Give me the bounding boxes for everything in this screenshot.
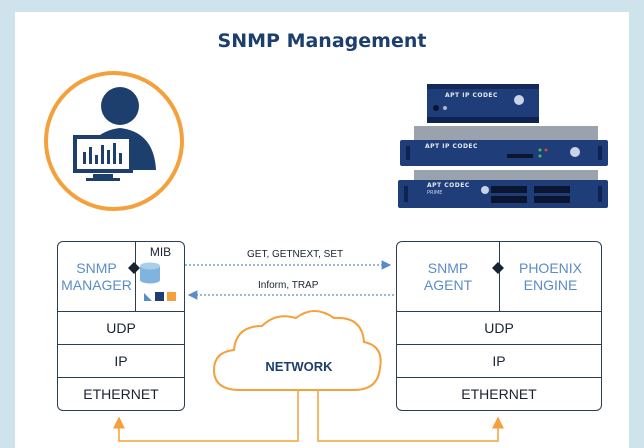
ethernet-link-manager: [113, 390, 299, 442]
agent-ethernet-layer: ETHERNET: [461, 386, 537, 402]
database-icon: [140, 262, 160, 284]
device-bottom-label-1: APT CODEC: [427, 182, 470, 189]
divider: [397, 344, 601, 345]
divider: [58, 344, 184, 345]
snmp-manager-line1: SNMP: [76, 259, 117, 276]
snmp-manager-stack: SNMP MANAGER MIB UDP IP ETHERNET: [57, 241, 185, 411]
device-bottom: [398, 170, 608, 208]
snmp-agent-cell: SNMP AGENT: [397, 242, 499, 311]
divider: [397, 311, 601, 312]
phoenix-engine-line2: ENGINE: [523, 276, 578, 293]
phoenix-engine-cell: PHOENIX ENGINE: [500, 242, 601, 311]
snmp-agent-line1: SNMP: [427, 259, 469, 276]
device-middle: [400, 126, 608, 166]
divider: [397, 377, 601, 378]
snmp-manager-cell: SNMP MANAGER: [58, 242, 135, 311]
device-bottom-label-2: PRIME: [427, 190, 443, 196]
mib-label: MIB: [149, 245, 172, 259]
response-arrow-label: Inform, TRAP: [258, 280, 319, 291]
device-top-label: APT IP CODEC: [445, 92, 498, 99]
agent-divider: [499, 242, 500, 311]
request-arrow-label: GET, GETNEXT, SET: [247, 249, 344, 260]
divider: [58, 377, 184, 378]
divider: [58, 311, 184, 312]
device-middle-label: APT IP CODEC: [425, 143, 478, 150]
manager-diamond-icon: [128, 262, 140, 274]
snmp-manager-line2: MANAGER: [61, 276, 132, 293]
manager-udp-layer: UDP: [106, 320, 136, 336]
snmp-agent-line2: AGENT: [423, 276, 473, 293]
orange-square-icon: [167, 292, 176, 301]
phoenix-engine-line1: PHOENIX: [518, 259, 582, 276]
manager-divider: [135, 242, 136, 311]
navy-square-icon: [155, 292, 164, 301]
agent-udp-layer: UDP: [484, 320, 514, 336]
manager-ethernet-layer: ETHERNET: [83, 386, 159, 402]
triangle-shape-icon: [144, 293, 152, 301]
agent-diamond-icon: [492, 262, 504, 274]
device-top: [427, 84, 539, 123]
agent-ip-layer: IP: [492, 353, 506, 369]
ethernet-link-agent: [317, 390, 504, 442]
network-cloud-icon: [212, 310, 382, 391]
manager-ip-layer: IP: [114, 353, 128, 369]
network-label: NETWORK: [265, 359, 333, 374]
diagram-title: SNMP Management: [217, 30, 427, 52]
